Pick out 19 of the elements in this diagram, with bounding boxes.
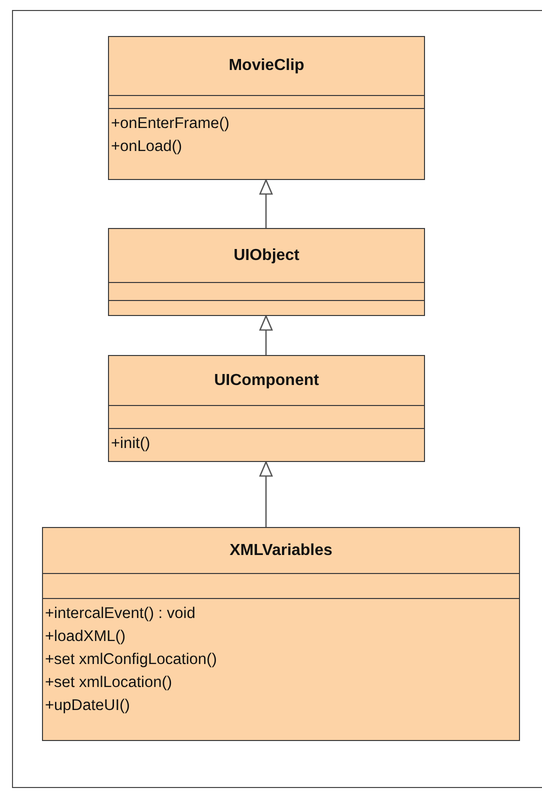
class-name: UIComponent xyxy=(214,372,319,390)
class-box xyxy=(108,36,425,180)
class-box xyxy=(108,355,425,462)
method-name: +onLoad() xyxy=(111,137,182,157)
method-name: +set xmlConfigLocation() xyxy=(45,650,217,670)
class-box xyxy=(42,527,520,741)
class-name: UIObject xyxy=(234,246,300,264)
method-name: +upDateUI() xyxy=(45,696,130,716)
class-name: MovieClip xyxy=(228,57,304,75)
method-name: +set xmlLocation() xyxy=(45,673,172,693)
method-name: +intercalEvent() : void xyxy=(45,604,196,624)
method-name: +loadXML() xyxy=(45,627,126,647)
class-name: XMLVariables xyxy=(230,542,332,560)
inheritance-arrow xyxy=(259,179,273,228)
class-box xyxy=(108,228,425,316)
method-name: +init() xyxy=(111,434,150,454)
inheritance-arrow xyxy=(259,315,273,355)
inheritance-arrow xyxy=(259,461,273,527)
method-name: +onEnterFrame() xyxy=(111,114,230,134)
